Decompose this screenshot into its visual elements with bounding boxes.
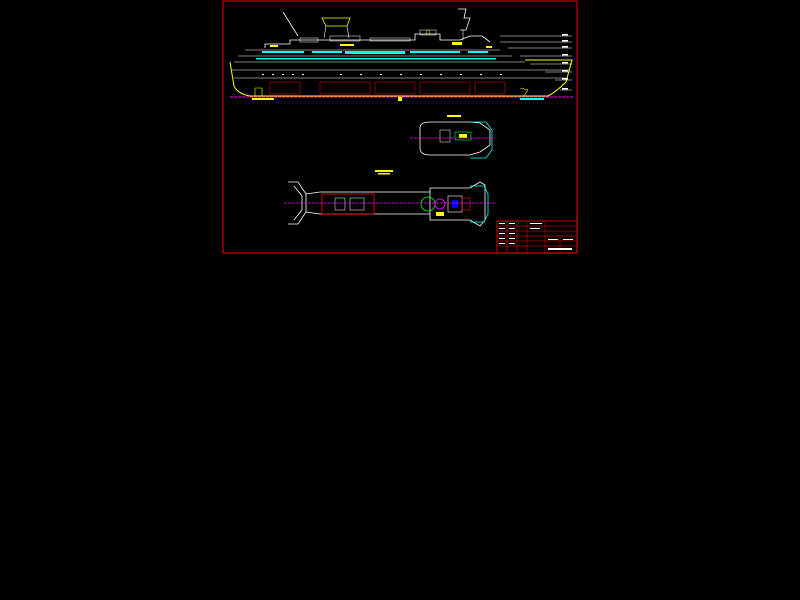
porthole-row	[262, 74, 502, 75]
upper-deck-plan	[410, 115, 495, 159]
funnel-icon	[321, 17, 351, 27]
aerial-mast	[282, 11, 299, 37]
yellow-markings	[270, 42, 492, 48]
main-plan-view	[284, 170, 496, 227]
hull-outline	[229, 59, 573, 97]
radar-mast	[458, 8, 471, 31]
engine-components	[420, 195, 471, 216]
propeller-icon	[254, 87, 263, 97]
hull-boom	[305, 191, 430, 215]
deck-height-dimensions	[500, 35, 572, 91]
drawing-frame	[222, 0, 578, 254]
deck-plan-outline	[419, 121, 491, 156]
machinery-room	[321, 193, 375, 215]
bulbous-bow	[519, 87, 529, 97]
title-block	[496, 220, 578, 254]
window-rows	[256, 51, 496, 60]
compartment-bulkheads	[269, 81, 506, 95]
ship-profile-view	[229, 8, 574, 101]
